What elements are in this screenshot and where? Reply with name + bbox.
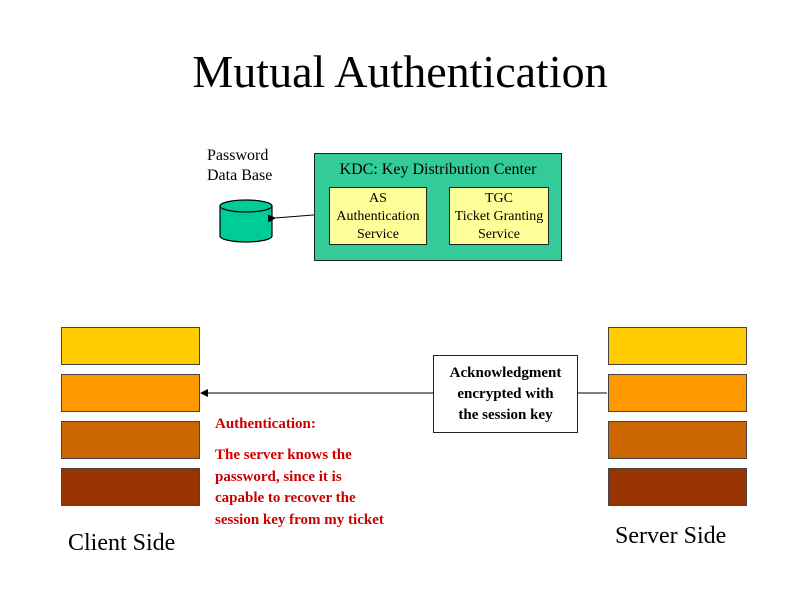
explanation-line: capable to recover the xyxy=(215,490,356,506)
server-layer-2 xyxy=(608,374,747,412)
client-layer-3 xyxy=(61,421,200,459)
server-layer-4 xyxy=(608,468,747,506)
acknowledgment-line2: encrypted with xyxy=(457,386,554,402)
page-title: Mutual Authentication xyxy=(192,46,608,97)
acknowledgment-line3: the session key xyxy=(458,407,553,423)
authentication-heading: Authentication: xyxy=(215,416,316,432)
kdc-box: KDC: Key Distribution Center AS Authenti… xyxy=(314,153,562,261)
client-layer-2 xyxy=(61,374,200,412)
kdc-label: KDC: Key Distribution Center xyxy=(339,161,537,178)
as-service-line2: Authentication xyxy=(336,209,420,224)
tgc-service-line2: Ticket Granting xyxy=(454,209,544,224)
client-layer-4 xyxy=(61,468,200,506)
authentication-explanation: The server knows the password, since it … xyxy=(215,445,430,531)
server-side-label: Server Side xyxy=(615,523,727,549)
password-database-label-line1: Password xyxy=(207,147,269,164)
server-layer-1 xyxy=(608,327,747,365)
acknowledgment-line1: Acknowledgment xyxy=(449,365,562,381)
as-service-line1: AS xyxy=(369,191,387,206)
tgc-service-line3: Service xyxy=(478,227,520,242)
tgc-service-box: TGC Ticket Granting Service xyxy=(449,187,549,245)
acknowledgment-box: Acknowledgment encrypted with the sessio… xyxy=(433,355,578,433)
client-layer-1 xyxy=(61,327,200,365)
explanation-line: The server knows the xyxy=(215,447,352,463)
database-cylinder-icon xyxy=(219,199,273,243)
explanation-line: password, since it is xyxy=(215,468,342,485)
explanation-line: session key from my ticket xyxy=(215,511,384,528)
as-service-box: AS Authentication Service xyxy=(329,187,427,245)
tgc-service-line1: TGC xyxy=(485,191,513,206)
password-database-label: Password Data Base xyxy=(207,146,272,186)
client-side-label: Client Side xyxy=(68,530,176,556)
password-database-label-line2: Data Base xyxy=(207,167,273,184)
server-layer-3 xyxy=(608,421,747,459)
as-service-line3: Service xyxy=(357,227,399,242)
